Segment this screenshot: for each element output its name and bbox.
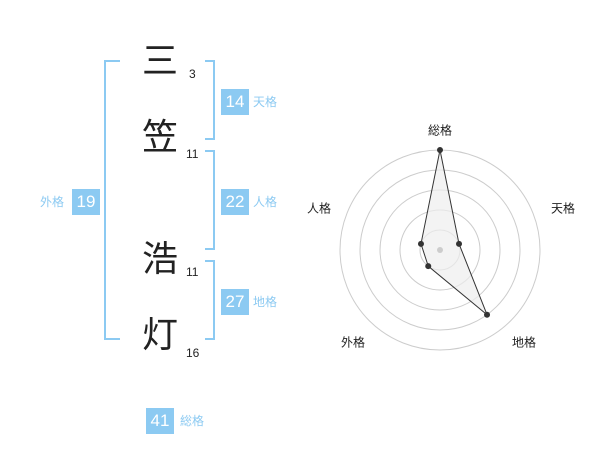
chikaku-value: 27 xyxy=(221,289,249,315)
radar-point xyxy=(425,263,432,270)
name-char-1: 三 xyxy=(142,41,179,82)
name-char-3: 浩 xyxy=(142,239,179,280)
radar-center xyxy=(437,247,443,253)
radar-point xyxy=(456,240,463,247)
radar-axis-label: 総格 xyxy=(427,123,453,138)
radar-axis-label: 天格 xyxy=(550,201,576,216)
radar-point xyxy=(437,147,443,153)
stroke-count-1: 3 xyxy=(189,67,196,81)
tenkaku-value: 14 xyxy=(221,89,249,115)
tenkaku-label: 天格 xyxy=(253,95,278,109)
radar-polygon xyxy=(420,149,488,316)
gaikaku-bracket xyxy=(104,60,120,340)
stroke-count-2: 11 xyxy=(186,147,199,161)
soukaku-label: 総格 xyxy=(180,414,205,428)
tenkaku-bracket xyxy=(205,60,215,140)
radar-axis-label: 地格 xyxy=(511,335,537,350)
name-char-2: 笠 xyxy=(142,117,179,158)
radar-point xyxy=(484,311,491,318)
name-char-4: 灯 xyxy=(142,315,179,356)
soukaku-value: 41 xyxy=(146,408,174,434)
chikaku-bracket xyxy=(205,260,215,340)
jinkaku-value: 22 xyxy=(221,189,249,215)
stroke-count-3: 11 xyxy=(186,265,199,279)
stroke-count-4: 16 xyxy=(186,346,200,360)
radar-axis-label: 外格 xyxy=(340,335,366,350)
radar-axis-label: 人格 xyxy=(306,201,332,216)
gaikaku-label: 外格 xyxy=(40,195,65,209)
jinkaku-label: 人格 xyxy=(253,195,278,209)
radar-point xyxy=(417,240,424,247)
jinkaku-bracket xyxy=(205,150,215,250)
chikaku-label: 地格 xyxy=(253,295,278,309)
gaikaku-value: 19 xyxy=(72,189,100,215)
